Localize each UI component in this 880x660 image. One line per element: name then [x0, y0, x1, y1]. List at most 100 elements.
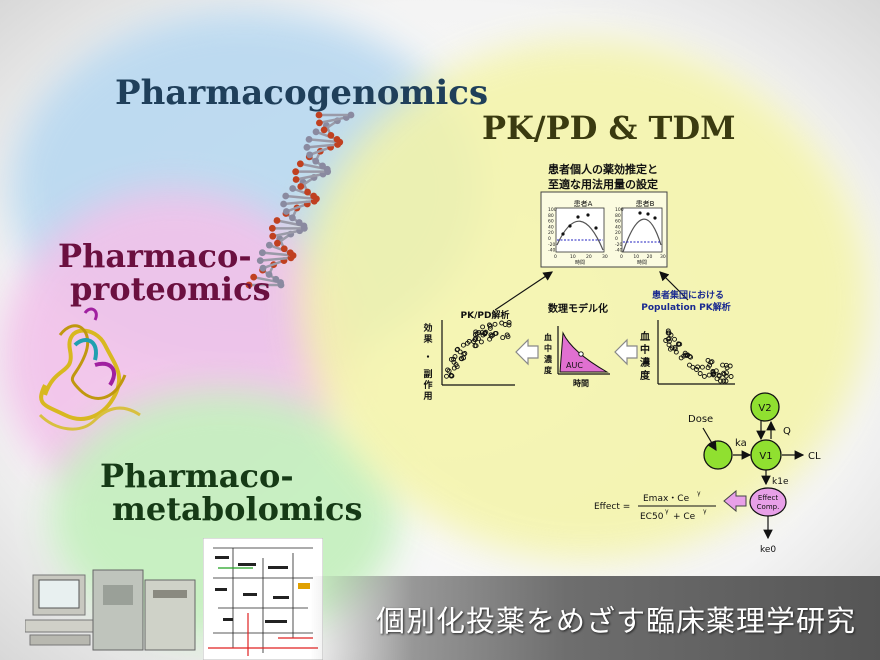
concentration-dot [695, 364, 701, 370]
effect-compartment-node [749, 487, 787, 517]
effect-dot [490, 332, 496, 338]
effect-comp-label-1: Effect [758, 494, 778, 502]
equation-denominator: EC50 [640, 512, 664, 522]
dna-atom [245, 281, 253, 289]
effect-dot [500, 335, 506, 341]
hollow-arrow-effect [723, 489, 747, 513]
equation-den-gamma-1: γ [665, 508, 669, 515]
equation-num-gamma: γ [697, 490, 701, 497]
mini-y-tick: 0 [615, 236, 618, 242]
effect-dot [452, 354, 458, 360]
conc-ylabel-0: 血 [640, 330, 650, 343]
hollow-arrow-left-1 [515, 338, 539, 366]
patient-b-xlabel: 時間 [637, 260, 647, 266]
conc-ylabel-3: 度 [640, 369, 651, 382]
dna-atom [292, 168, 300, 176]
mini-y-tick: 20 [548, 230, 554, 236]
dna-atom [306, 151, 314, 159]
dna-atom [289, 185, 297, 192]
effect-dot [506, 322, 512, 328]
population-label-2: Population PK解析 [641, 301, 730, 313]
mini-y-tick: -20 [548, 242, 555, 248]
lab-instrument-icon [25, 569, 196, 651]
concentration-dot [685, 352, 691, 358]
dna-atom [333, 135, 341, 143]
equation-denominator-2: + Ce [673, 512, 696, 522]
concentration-dot [699, 364, 705, 370]
dna-atom [305, 135, 313, 143]
patient-a-xlabel: 時間 [575, 260, 585, 266]
effect-dot [464, 340, 470, 346]
mini-x-tick: 0 [554, 254, 557, 260]
dna-atom [282, 192, 290, 200]
pharmacometabolomics-label-line2: metabolomics [112, 490, 363, 528]
mini-x-tick: 30 [660, 254, 666, 260]
mini-x-tick: 10 [570, 254, 576, 260]
effect-dot [492, 321, 498, 327]
concentration-dot [724, 365, 730, 371]
arrow-population-to-individual [659, 271, 689, 301]
footer-title: 個別化投薬をめざす臨床薬理学研究 [375, 604, 856, 638]
effect-equation: Effect = Emax・Ce γ EC50 γ + Ce γ [594, 490, 716, 522]
mini-y-tick: -40 [548, 248, 555, 254]
concentration-dot [676, 341, 682, 347]
modeling-label: 数理モデル化 [548, 302, 608, 315]
concentration-scatter-plot: 血 中 濃 度 [640, 320, 735, 385]
dna-atom [310, 192, 318, 200]
effect-dot [448, 356, 454, 362]
effect-dot [449, 373, 455, 379]
pkpd-analysis-label: PK/PD解析 [461, 309, 510, 321]
effect-dot [444, 373, 449, 379]
ke0-label: ke0 [760, 545, 776, 555]
mini-y-tick: 20 [615, 230, 621, 236]
dna-atom [327, 132, 335, 139]
effect-dot [499, 320, 505, 326]
effect-ylabel-4: 作 [423, 379, 432, 391]
concentration-dot [672, 336, 677, 342]
effect-dot [473, 335, 479, 341]
mini-y-tick: 40 [615, 224, 621, 230]
concentration-dot [672, 346, 678, 352]
hollow-arrow-left-2 [614, 338, 638, 366]
mini-y-tick: 40 [548, 224, 554, 230]
mini-x-tick: 20 [586, 254, 592, 260]
protein-structure-icon [38, 307, 141, 431]
effect-comp-label-2: Comp. [757, 503, 780, 511]
effect-ylabel-5: 用 [422, 391, 432, 402]
effect-ylabel-0: 効 [423, 322, 432, 334]
mini-y-tick: 0 [548, 236, 551, 242]
effect-scatter-plot: 効 果 ・ 副 作 用 [422, 320, 515, 402]
cl-label: CL [808, 451, 821, 462]
dna-atom [280, 245, 288, 253]
effect-dot [506, 320, 512, 325]
effect-ylabel-3: 副 [423, 368, 432, 380]
v1-label: V1 [759, 451, 772, 462]
dna-atom [272, 275, 280, 283]
concentration-dot [697, 371, 703, 376]
metabolic-pathway-chart-icon [203, 538, 323, 660]
mini-x-tick: 20 [647, 254, 653, 260]
auc-xlabel: 時間 [573, 378, 589, 388]
concentration-dot [710, 368, 716, 374]
mini-y-tick: 100 [548, 207, 557, 213]
concentration-dot [723, 373, 729, 379]
dna-atom [316, 119, 323, 127]
concentration-dot [678, 355, 684, 361]
effect-ylabel-2: ・ [423, 353, 432, 363]
concentration-dot [706, 372, 712, 378]
dna-atom [259, 264, 267, 272]
concentration-dot [723, 362, 729, 368]
concentration-dot [713, 368, 719, 374]
conc-ylabel-2: 濃 [640, 356, 651, 369]
individual-estimation-caption-1: 患者個人の薬効推定と [548, 162, 658, 176]
mini-y-tick: 60 [615, 219, 621, 225]
mini-y-tick: -20 [615, 242, 622, 248]
auc-ylabel-1: 中 [544, 343, 552, 353]
pharmacoproteomics-label-line1: Pharmaco- [58, 237, 252, 275]
dna-atom [250, 273, 258, 281]
dose-label: Dose [688, 414, 713, 425]
dna-atom [256, 257, 264, 265]
dna-atom [312, 128, 320, 136]
effect-ylabel-1: 果 [422, 334, 433, 345]
